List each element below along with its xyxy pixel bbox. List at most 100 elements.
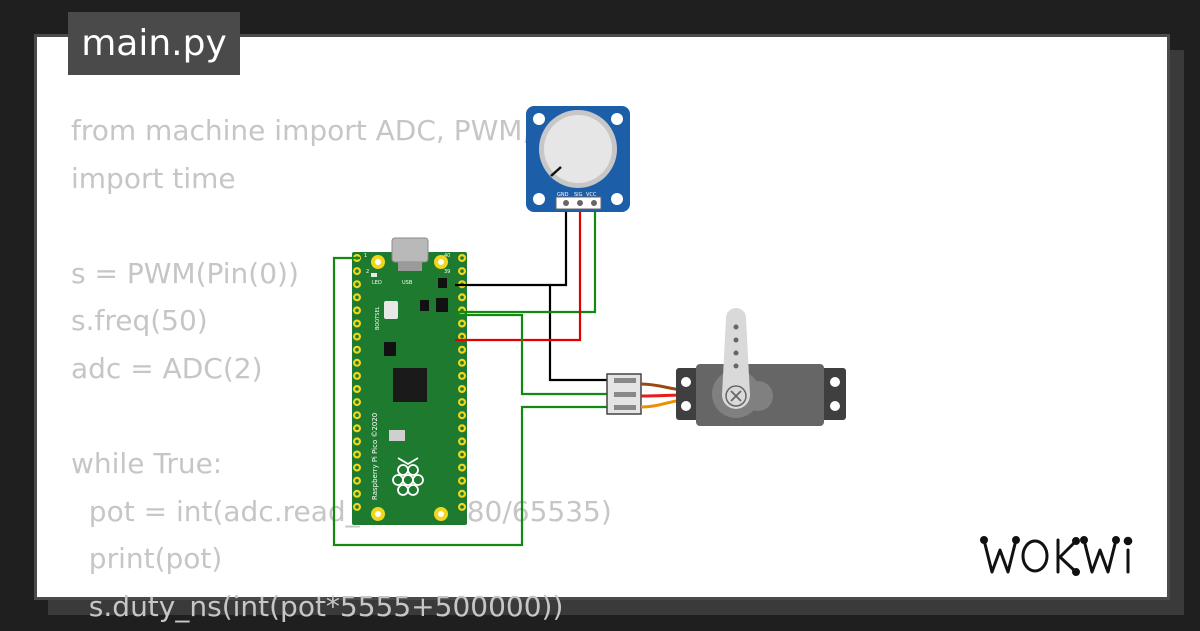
pico-pin-hole bbox=[460, 439, 464, 444]
pico-pin-hole bbox=[460, 347, 464, 352]
horn-hole bbox=[733, 363, 739, 369]
pot-hole bbox=[533, 193, 545, 205]
pico-pin-hole bbox=[460, 505, 464, 509]
pot-knob[interactable] bbox=[544, 115, 612, 183]
pico-pin-hole bbox=[355, 426, 359, 431]
bootsel-label: BOOTSEL bbox=[375, 306, 381, 330]
flash-chip bbox=[389, 430, 405, 441]
pico-pin-hole bbox=[460, 321, 464, 326]
code-line: adc = ADC(2) bbox=[71, 351, 263, 385]
pico-pin-hole bbox=[355, 492, 359, 496]
code-line: s = PWM(Pin(0)) bbox=[71, 256, 299, 290]
raspberry-logo-icon bbox=[392, 457, 424, 496]
pico-pin-hole bbox=[355, 452, 359, 457]
servo-motor[interactable] bbox=[606, 308, 846, 426]
connector-pin bbox=[614, 405, 636, 410]
wire-gnd-pot[interactable] bbox=[550, 203, 568, 287]
code-line: s.freq(50) bbox=[71, 304, 208, 338]
usb-label: USB bbox=[402, 280, 413, 286]
wire-signal-servo[interactable] bbox=[332, 256, 612, 547]
pico-pin-hole bbox=[355, 465, 359, 470]
pot-pin-vcc[interactable] bbox=[591, 200, 597, 206]
pico-pin-hole bbox=[355, 413, 359, 418]
pico-pin-hole bbox=[460, 413, 464, 418]
pin-label: 2 bbox=[366, 269, 369, 275]
usb-port-body bbox=[398, 262, 422, 271]
wire-vcc-pot[interactable] bbox=[455, 203, 597, 314]
horn-hole bbox=[733, 337, 739, 343]
wire-gnd-servo[interactable] bbox=[455, 283, 612, 382]
pico-pin-hole bbox=[355, 282, 359, 287]
usb-connector bbox=[391, 237, 429, 263]
pico-pin-hole bbox=[355, 439, 359, 444]
horn-hole bbox=[733, 324, 739, 330]
pin-label: 1 bbox=[364, 253, 367, 259]
pico-pin-hole bbox=[355, 478, 359, 483]
raspberry-pi-pico[interactable]: 1 2 40 39 LED USB BOOTSEL Raspberry Pi P… bbox=[352, 237, 467, 525]
pico-pin-hole bbox=[355, 269, 359, 273]
pico-pin-hole bbox=[355, 400, 359, 404]
pot-pin-sig[interactable] bbox=[577, 200, 583, 206]
pot-pin-label: GND bbox=[557, 192, 569, 198]
code-line: print(pot) bbox=[71, 542, 223, 576]
pico-pin-hole bbox=[355, 295, 359, 300]
servo-horn[interactable] bbox=[722, 308, 750, 409]
led-label: LED bbox=[372, 280, 382, 286]
chip-small bbox=[438, 278, 447, 288]
pot-pin-label: SIG bbox=[574, 192, 583, 198]
pico-pin-hole bbox=[460, 400, 464, 404]
pico-pin-hole bbox=[460, 361, 464, 365]
bootsel-button[interactable] bbox=[384, 301, 398, 319]
pico-pin-hole bbox=[460, 465, 464, 470]
connector-pin bbox=[614, 392, 636, 397]
chip-small bbox=[420, 300, 429, 311]
led-indicator bbox=[371, 273, 377, 277]
pico-pin-hole bbox=[460, 334, 464, 339]
wires bbox=[332, 203, 612, 547]
pico-pin-hole bbox=[460, 452, 464, 457]
potentiometer[interactable]: GND SIG VCC bbox=[526, 106, 630, 212]
pico-pin-hole bbox=[460, 256, 464, 260]
wokwi-logo[interactable] bbox=[980, 532, 1150, 580]
pico-pin-hole bbox=[460, 374, 464, 378]
pot-pin-gnd[interactable] bbox=[563, 200, 569, 206]
horn-hole bbox=[733, 350, 739, 356]
pot-knob-indicator bbox=[550, 166, 562, 177]
pico-pin-hole bbox=[355, 505, 359, 509]
pico-pin-hole bbox=[355, 374, 359, 378]
pot-hole bbox=[611, 113, 623, 125]
pico-pin-hole bbox=[460, 478, 464, 483]
mounting-holes bbox=[371, 255, 448, 521]
pico-pin-hole bbox=[460, 269, 464, 273]
connector-pin bbox=[614, 378, 636, 383]
chip-small bbox=[384, 342, 396, 356]
servo-gear-secondary bbox=[743, 381, 773, 411]
pico-pin-hole bbox=[460, 295, 464, 300]
close-icon bbox=[730, 390, 742, 402]
wire-sig-pot[interactable] bbox=[455, 203, 582, 342]
pico-pin-hole bbox=[460, 387, 464, 391]
pico-pins-left bbox=[353, 254, 361, 511]
servo-hole bbox=[830, 401, 840, 411]
pin-label: 40 bbox=[444, 253, 450, 259]
pico-pin-hole bbox=[355, 347, 359, 352]
file-tab[interactable]: main.py bbox=[68, 12, 240, 75]
pico-pin-hole bbox=[355, 361, 359, 365]
pico-pin-hole bbox=[355, 308, 359, 313]
pot-hole bbox=[611, 193, 623, 205]
code-line: import time bbox=[71, 161, 236, 195]
code-line: while True: bbox=[71, 447, 223, 481]
pot-pin-label: VCC bbox=[586, 192, 597, 198]
pin-label: 39 bbox=[444, 269, 450, 275]
pico-pin-hole bbox=[460, 492, 464, 496]
code-line: s.duty_ns(int(pot*5555+500000)) bbox=[71, 589, 564, 623]
pot-hole bbox=[533, 113, 545, 125]
wire-power-servo[interactable] bbox=[455, 313, 612, 396]
chip-small bbox=[436, 298, 448, 312]
servo-hole bbox=[681, 377, 691, 387]
pico-pins-right bbox=[458, 254, 466, 511]
board-name-label: Raspberry Pi Pico ©2020 bbox=[371, 413, 379, 500]
pico-pin-hole bbox=[460, 426, 464, 431]
rp2040-chip bbox=[393, 368, 427, 402]
